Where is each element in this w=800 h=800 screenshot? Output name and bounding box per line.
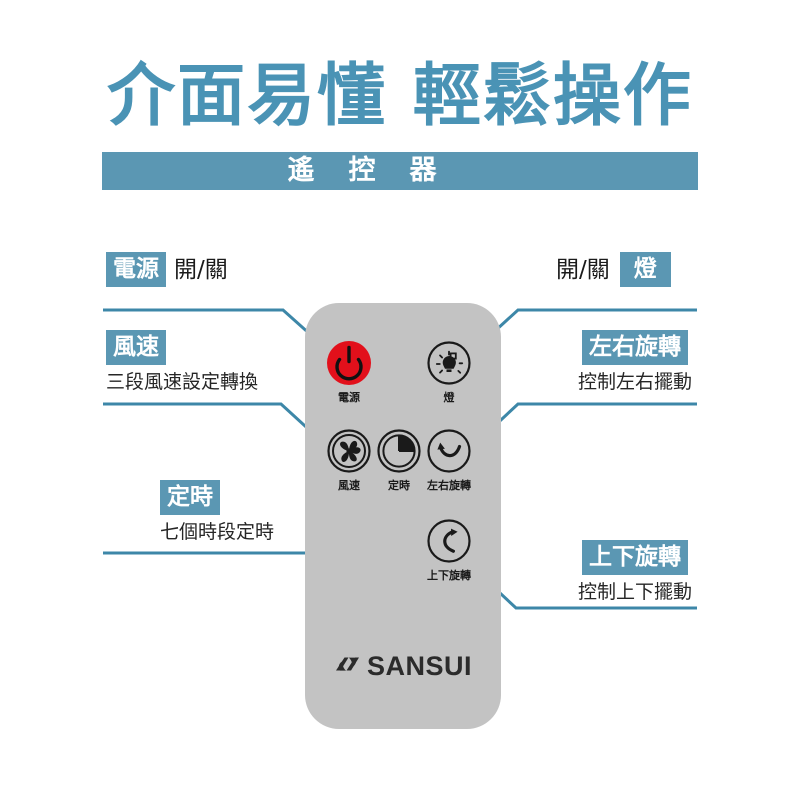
callout-swing-lr-desc: 控制左右擺動 <box>578 371 693 393</box>
clock-icon <box>377 429 421 473</box>
fan-speed-button[interactable] <box>326 428 372 474</box>
fan-speed-button-label: 風速 <box>338 479 360 492</box>
callout-swing-lr-tag: 左右旋轉 <box>582 330 688 365</box>
callout-fan: 風速 三段風速設定轉換 <box>106 330 258 395</box>
callout-swing-ud-desc: 控制上下擺動 <box>578 581 693 603</box>
callout-light: 開/關燈 <box>556 252 671 287</box>
timer-button-label: 定時 <box>388 479 410 492</box>
light-bulb-icon <box>427 341 471 385</box>
brand-name: SANSUI <box>366 651 472 681</box>
callout-timer-tag: 定時 <box>160 480 220 515</box>
callout-power: 電源開/關 <box>106 252 228 287</box>
callout-light-tag: 燈 <box>619 252 671 287</box>
swing-vertical-icon <box>427 519 471 563</box>
swing-horizontal-icon <box>427 429 471 473</box>
subtitle-banner: 遙控器 <box>102 152 698 190</box>
callout-timer-desc: 七個時段定時 <box>160 521 275 543</box>
callout-light-text: 開/關 <box>556 256 610 283</box>
callout-fan-desc: 三段風速設定轉換 <box>106 371 259 393</box>
connector-fan <box>103 402 330 449</box>
swing-vertical-button-label: 上下旋轉 <box>427 569 471 582</box>
callout-swing-ud: 上下旋轉 控制上下擺動 <box>578 540 692 605</box>
callout-swing-ud-tag: 上下旋轉 <box>582 540 688 575</box>
fan-icon <box>327 429 371 473</box>
callout-fan-tag: 風速 <box>106 330 166 365</box>
timer-button[interactable] <box>376 428 422 474</box>
remote-control-body: 電源 燈 <box>305 303 501 729</box>
swing-vertical-button[interactable] <box>426 518 472 564</box>
power-button-label: 電源 <box>338 391 360 404</box>
page-title: 介面易懂 輕鬆操作 <box>107 57 693 136</box>
light-button-label: 燈 <box>443 391 455 404</box>
light-button[interactable] <box>426 340 472 386</box>
subtitle-banner-label: 遙控器 <box>287 155 471 186</box>
brand-logo: SANSUI <box>305 651 501 682</box>
callout-power-tag: 電源 <box>106 252 166 287</box>
swing-horizontal-button-label: 左右旋轉 <box>427 479 471 492</box>
power-button[interactable] <box>326 340 372 386</box>
connector-swing-lr <box>470 402 697 449</box>
callout-power-text: 開/關 <box>174 256 228 283</box>
power-icon <box>327 341 371 385</box>
swing-horizontal-button[interactable] <box>426 428 472 474</box>
callout-swing-lr: 左右旋轉 控制左右擺動 <box>578 330 692 395</box>
callout-timer: 定時 七個時段定時 <box>160 480 274 545</box>
sansui-mark-icon <box>334 654 364 680</box>
